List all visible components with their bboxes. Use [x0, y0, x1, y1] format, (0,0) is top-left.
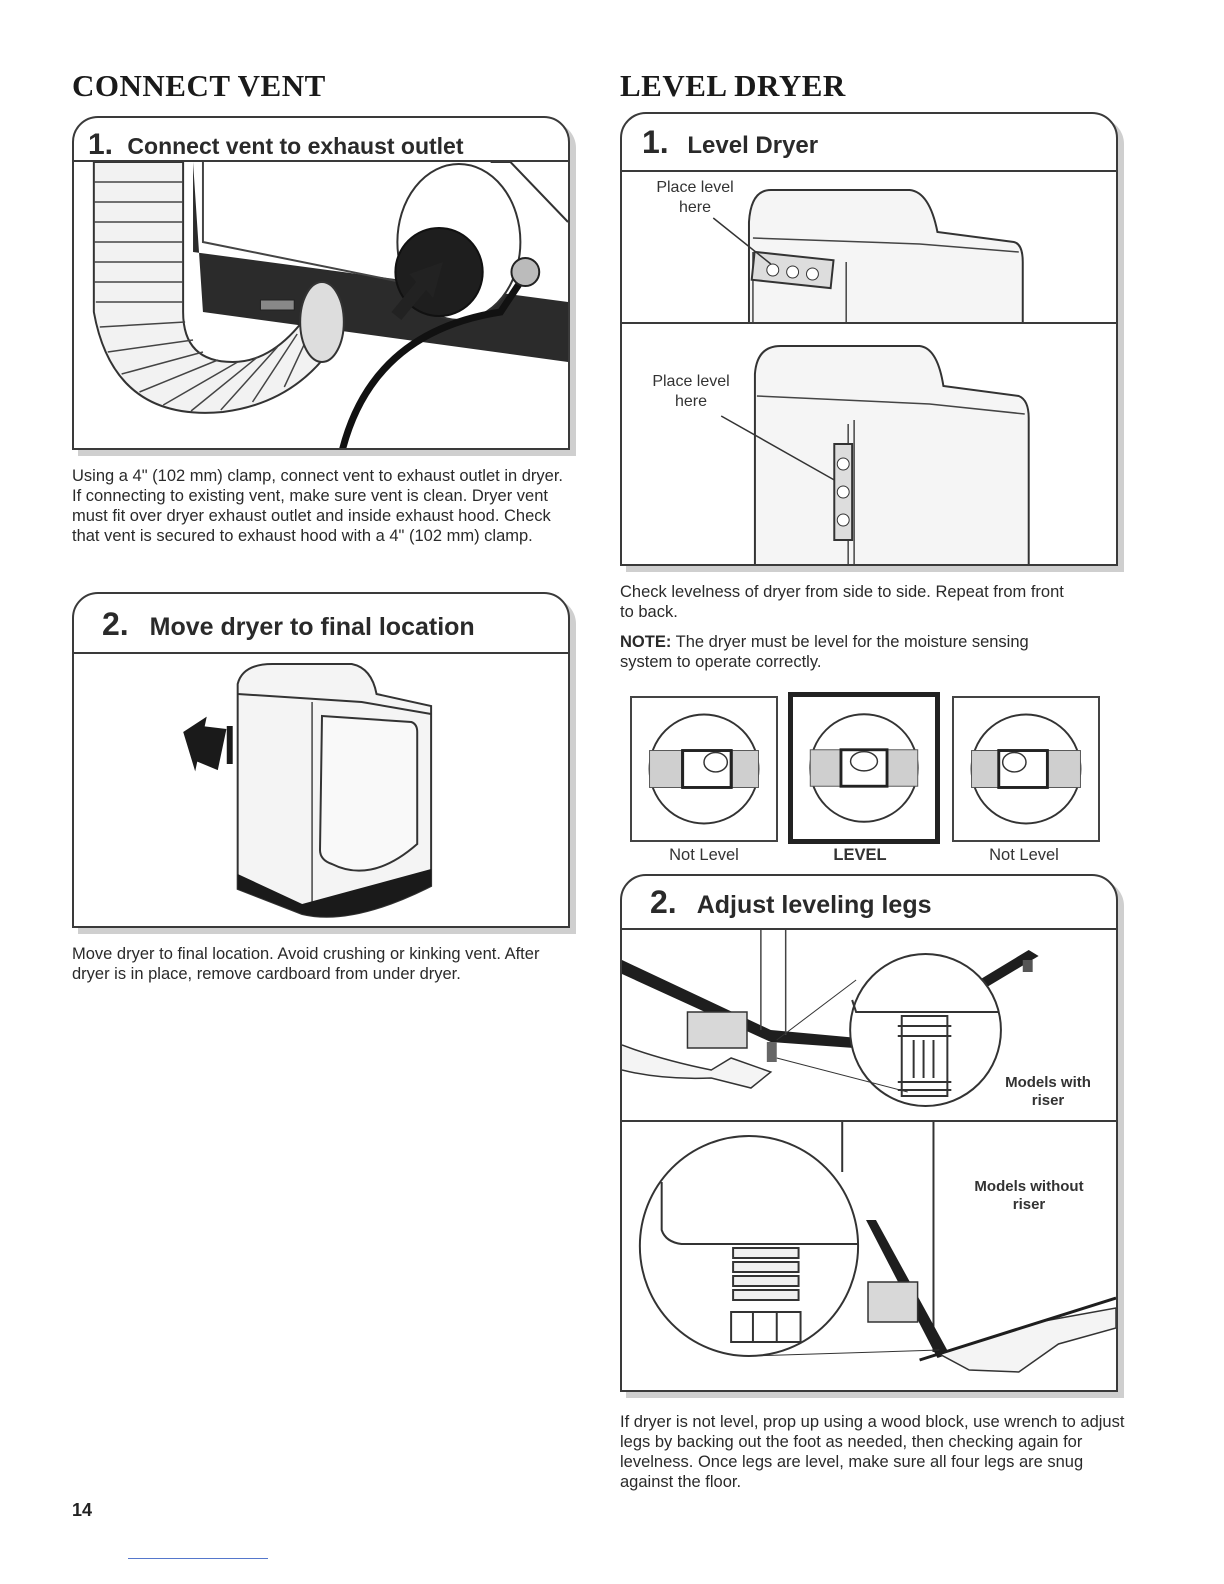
level-dryer-note: NOTE: The dryer must be level for the mo…: [620, 632, 1080, 672]
legs-without-riser-illustration: [622, 1122, 1116, 1390]
bubble-level-level: [788, 692, 940, 844]
level-dryer-step2-text: If dryer is not level, prop up using a w…: [620, 1413, 1125, 1491]
note-text: The dryer must be level for the moisture…: [620, 633, 1029, 671]
models-with-riser-label: Models with riser: [1005, 1074, 1091, 1109]
level-top-illustration: [622, 172, 1116, 322]
bubble-label-not-level-right: Not Level: [989, 846, 1059, 864]
vent-hose-illustration: [74, 162, 568, 448]
page-number: 14: [72, 1500, 93, 1520]
bubble-level-not-level-right: [952, 696, 1100, 842]
connect-vent-step1-panel: 1. Connect vent to exhaust outlet: [72, 116, 570, 450]
connect-vent-step2-header: 2. Move dryer to final location: [74, 594, 568, 654]
place-level-label-bottom: Place level here: [652, 373, 730, 410]
place-level-label-top: Place level here: [656, 179, 734, 216]
level-dryer-step1-text: Check levelness of dryer from side to si…: [620, 583, 1064, 621]
legs-with-riser-illustration: [622, 930, 1116, 1120]
footer-rule: [128, 1558, 268, 1559]
models-without-riser-label: Models without riser: [974, 1178, 1084, 1213]
level-dryer-heading: LEVEL DRYER: [620, 68, 846, 103]
step-number: 1.: [642, 124, 669, 160]
level-dryer-step1-panel: 1. Level Dryer Place level her: [620, 112, 1118, 566]
bubble-label-level: LEVEL: [833, 846, 887, 864]
step-title: Adjust leveling legs: [696, 891, 932, 919]
connect-vent-step2-panel: 2. Move dryer to final location: [72, 592, 570, 928]
note-label: NOTE:: [620, 633, 672, 651]
level-side-illustration: [622, 324, 1116, 564]
step-number: 2.: [102, 606, 129, 642]
step-title: Connect vent to exhaust outlet: [127, 133, 464, 159]
step-number: 1.: [88, 128, 114, 161]
connect-vent-step2-text: Move dryer to final location. Avoid crus…: [72, 945, 540, 983]
step-title: Move dryer to final location: [149, 613, 475, 641]
level-dryer-step2-panel: 2. Adjust leveling legs: [620, 874, 1118, 1392]
connect-vent-step1-header: 1. Connect vent to exhaust outlet: [74, 118, 568, 162]
connect-vent-step1-text: Using a 4" (102 mm) clamp, connect vent …: [72, 467, 564, 545]
connect-vent-heading: CONNECT VENT: [72, 68, 326, 103]
level-dryer-step1-header: 1. Level Dryer: [622, 114, 1116, 172]
step-title: Level Dryer: [687, 132, 819, 159]
step-number: 2.: [650, 884, 677, 920]
level-dryer-step2-header: 2. Adjust leveling legs: [622, 876, 1116, 930]
bubble-level-not-level-left: [630, 696, 778, 842]
bubble-label-not-level-left: Not Level: [669, 846, 739, 864]
move-dryer-illustration: [74, 654, 568, 926]
